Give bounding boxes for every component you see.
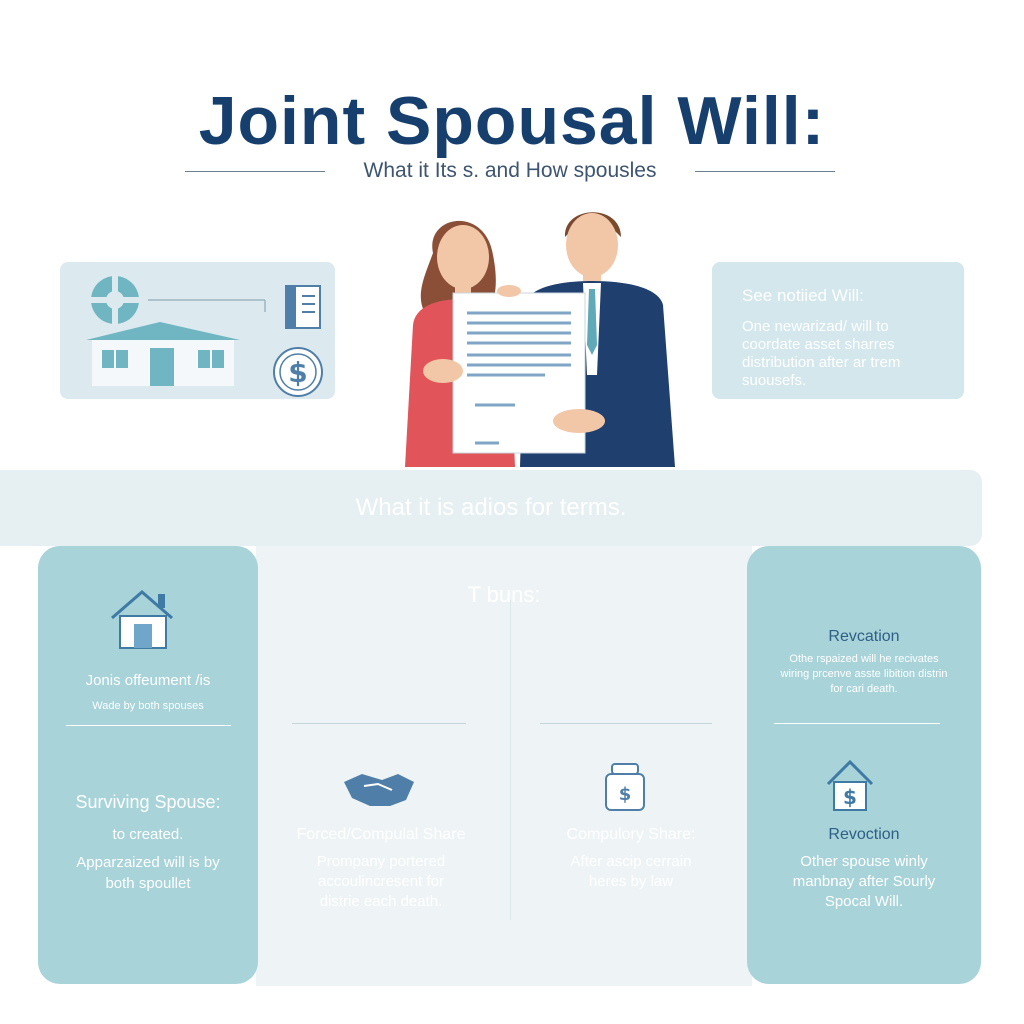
- right-column-panel: [747, 546, 981, 984]
- middle-right-divider: [540, 723, 712, 724]
- notarized-will-card: See notiied Will: One newarizad/ will to…: [712, 262, 964, 399]
- page-title: Joint Spousal Will:: [198, 83, 826, 159]
- left-column-divider: [66, 725, 231, 726]
- right-top-body: Othe rspaized will he recivates wiring p…: [780, 653, 948, 695]
- svg-text:$: $: [843, 785, 857, 809]
- center-heading: T buns:: [467, 582, 541, 607]
- left-bottom-line1: to created.: [112, 826, 184, 843]
- couple-holding-will-illustration: [385, 195, 685, 467]
- assets-illustration-card: $: [60, 262, 335, 399]
- assets-illustration: $: [86, 276, 323, 397]
- right-top-title: Revcation: [828, 628, 900, 645]
- middle-right-title: Compulory Share:: [566, 826, 696, 843]
- left-bottom-title: Surviving Spouse:: [75, 792, 221, 812]
- subtitle-rule-left: [185, 170, 325, 172]
- handshake-icon: [344, 774, 414, 806]
- middle-left-divider: [292, 723, 466, 724]
- right-bottom-title: Revoction: [828, 826, 900, 843]
- svg-text:$: $: [288, 356, 307, 389]
- money-bag-icon: $: [826, 759, 874, 811]
- terms-banner-text: What it is adios for terms.: [355, 494, 627, 521]
- right-column-divider: [774, 723, 940, 724]
- subtitle-row: What it Its s. and How spouslеs: [185, 156, 835, 186]
- middle-left-title: Forced/Compulal Share: [296, 826, 466, 843]
- middle-left-body: Prompany portered accoulincresent for di…: [316, 853, 446, 910]
- house-icon: [86, 322, 240, 386]
- left-bottom-line2: Apparzaized will is by both spoullet: [76, 854, 220, 892]
- right-bottom-body: Other spouse winly manbnay after Sourly …: [792, 853, 936, 910]
- document-icon: [285, 285, 321, 329]
- left-top-title: Jonis offeument /is: [85, 672, 211, 689]
- subtitle-rule-right: [695, 170, 835, 172]
- svg-text:$: $: [619, 784, 632, 805]
- center-divider: [510, 600, 511, 920]
- dollar-coin-icon: $: [273, 347, 323, 397]
- gear-icon: [91, 276, 139, 324]
- terms-banner: What it is adios for terms.: [0, 470, 982, 546]
- money-jar-icon: $: [605, 763, 645, 811]
- house-icon: [111, 590, 173, 649]
- page-subtitle: What it Its s. and How spouslеs: [363, 159, 657, 182]
- middle-right-body: After ascip cerrain heres by law: [570, 853, 692, 890]
- notarized-will-body: One newarizad/ will to coordate asset sh…: [742, 318, 901, 389]
- center-panel: [256, 546, 752, 986]
- left-top-sub: Wade by both spouses: [92, 700, 204, 712]
- notarized-will-heading: See notiied Will:: [742, 286, 864, 305]
